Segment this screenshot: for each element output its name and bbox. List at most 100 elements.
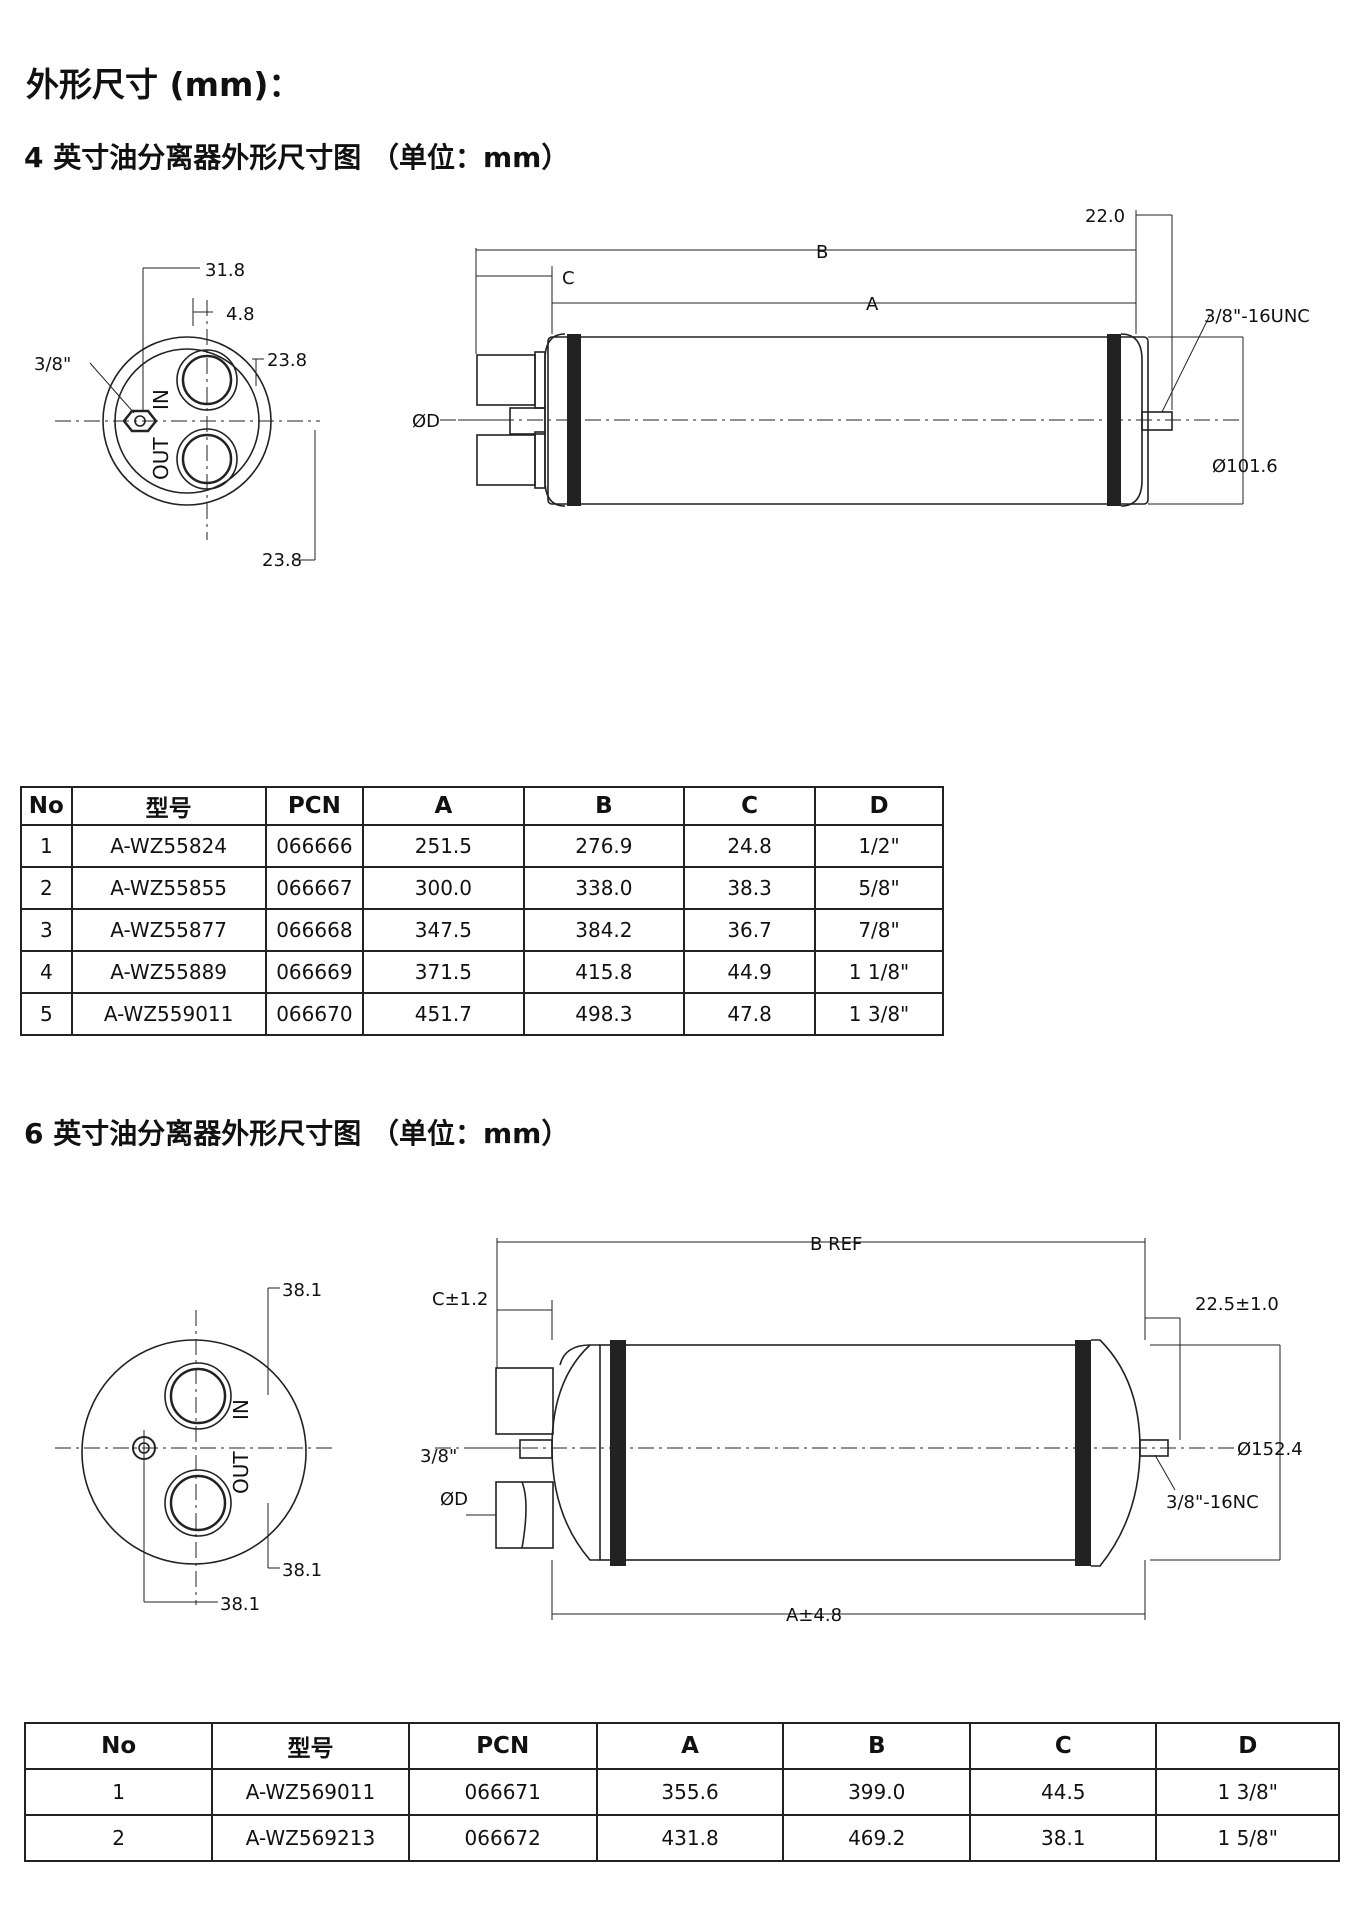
cell: 066666 bbox=[264, 824, 365, 868]
cell: 338.0 bbox=[522, 866, 686, 910]
od-label: ØD bbox=[412, 411, 440, 432]
cell: 1 bbox=[20, 824, 73, 868]
dim-a: A bbox=[866, 294, 879, 315]
cell: 1 5/8" bbox=[1155, 1814, 1340, 1862]
dim-23-8-bottom: 23.8 bbox=[262, 550, 302, 571]
cell: 7/8" bbox=[814, 908, 944, 952]
col-no: No bbox=[23, 1722, 214, 1770]
out-label: OUT bbox=[229, 1451, 253, 1494]
cell: 1 bbox=[23, 1768, 214, 1816]
col-model: 型号 bbox=[70, 786, 267, 826]
table-header-row: No 型号 PCN A B C D bbox=[23, 1722, 1340, 1770]
shell-body bbox=[547, 336, 1149, 505]
cell: 451.7 bbox=[362, 992, 525, 1036]
col-b: B bbox=[782, 1722, 972, 1770]
cell: 347.5 bbox=[362, 908, 525, 952]
dim-a: A±4.8 bbox=[786, 1605, 842, 1626]
dim-31-8: 31.8 bbox=[205, 260, 245, 281]
cell: 36.7 bbox=[683, 908, 817, 952]
col-model: 型号 bbox=[211, 1722, 410, 1770]
cell: 066670 bbox=[264, 992, 365, 1036]
end-view-outer-circle bbox=[81, 1339, 307, 1565]
cell: 4 bbox=[20, 950, 73, 994]
cell: 1 1/8" bbox=[814, 950, 944, 994]
cell: 44.5 bbox=[969, 1768, 1158, 1816]
col-d: D bbox=[814, 786, 944, 826]
cell: 066672 bbox=[407, 1814, 598, 1862]
cell: 276.9 bbox=[522, 824, 686, 868]
table-header-row: No 型号 PCN A B C D bbox=[20, 786, 944, 826]
col-pcn: PCN bbox=[407, 1722, 598, 1770]
cell: 5/8" bbox=[814, 866, 944, 910]
col-pcn: PCN bbox=[264, 786, 365, 826]
cell: 5 bbox=[20, 992, 73, 1036]
cell: 251.5 bbox=[362, 824, 525, 868]
cell: 44.9 bbox=[683, 950, 817, 994]
diameter-label: Ø152.4 bbox=[1237, 1439, 1303, 1460]
cell: 1/2" bbox=[814, 824, 944, 868]
cell: 1 3/8" bbox=[814, 992, 944, 1036]
cell: 066668 bbox=[264, 908, 365, 952]
col-c: C bbox=[683, 786, 817, 826]
port-size-label: 3/8" bbox=[34, 354, 71, 375]
cell: A-WZ55889 bbox=[70, 950, 267, 994]
col-d: D bbox=[1155, 1722, 1340, 1770]
section6-title: 6 英寸油分离器外形尺寸图 （单位：mm） bbox=[24, 1117, 570, 1150]
cell: 415.8 bbox=[522, 950, 686, 994]
drawing-4inch: 31.8 4.8 23.8 23.8 3/8" IN OUT B C A 22.… bbox=[34, 206, 1310, 571]
in-label: IN bbox=[229, 1399, 253, 1420]
cell: 38.3 bbox=[683, 866, 817, 910]
dim-38-1-right: 38.1 bbox=[282, 1560, 322, 1581]
port-size-label: 3/8" bbox=[420, 1446, 457, 1467]
cell: 355.6 bbox=[595, 1768, 785, 1816]
cell: A-WZ55877 bbox=[70, 908, 267, 952]
cell: 24.8 bbox=[683, 824, 817, 868]
cell: A-WZ55855 bbox=[70, 866, 267, 910]
dim-38-1-top: 38.1 bbox=[282, 1280, 322, 1301]
col-a: A bbox=[362, 786, 525, 826]
col-c: C bbox=[969, 1722, 1158, 1770]
page-title: 外形尺寸 (mm)： bbox=[26, 65, 302, 104]
cell: 469.2 bbox=[782, 1814, 972, 1862]
in-label: IN bbox=[149, 389, 173, 410]
cell: 47.8 bbox=[683, 992, 817, 1036]
diameter-label: Ø101.6 bbox=[1212, 456, 1278, 477]
dim-38-1-bottom: 38.1 bbox=[220, 1594, 260, 1615]
dim-c: C bbox=[562, 268, 575, 289]
cell: 3 bbox=[20, 908, 73, 952]
col-a: A bbox=[595, 1722, 785, 1770]
dim-c: C±1.2 bbox=[432, 1289, 488, 1310]
dim-b: B bbox=[816, 242, 828, 263]
section4-title: 4 英寸油分离器外形尺寸图 （单位：mm） bbox=[24, 141, 570, 174]
col-b: B bbox=[522, 786, 686, 826]
dim-22: 22.0 bbox=[1085, 206, 1125, 227]
col-no: No bbox=[20, 786, 73, 826]
thread-label: 3/8"-16UNC bbox=[1204, 306, 1310, 327]
out-label: OUT bbox=[149, 437, 173, 480]
cell: 1 3/8" bbox=[1155, 1768, 1340, 1816]
thread-label: 3/8"-16NC bbox=[1166, 1492, 1259, 1513]
dim-22-5: 22.5±1.0 bbox=[1195, 1294, 1279, 1315]
dim-b-ref: B REF bbox=[810, 1234, 862, 1255]
dim-23-8-top: 23.8 bbox=[267, 350, 307, 371]
drawing-6inch: 38.1 38.1 38.1 IN OUT B REF C±1.2 22.5±1… bbox=[55, 1234, 1303, 1626]
cell: 384.2 bbox=[522, 908, 686, 952]
cell: 2 bbox=[20, 866, 73, 910]
cell: 498.3 bbox=[522, 992, 686, 1036]
cell: 371.5 bbox=[362, 950, 525, 994]
cell: 066669 bbox=[264, 950, 365, 994]
cell: A-WZ55824 bbox=[70, 824, 267, 868]
cell: A-WZ569213 bbox=[211, 1814, 410, 1862]
od-label: ØD bbox=[440, 1489, 468, 1510]
cell: 2 bbox=[23, 1814, 214, 1862]
dim-4-8: 4.8 bbox=[226, 304, 255, 325]
cell: 399.0 bbox=[782, 1768, 972, 1816]
